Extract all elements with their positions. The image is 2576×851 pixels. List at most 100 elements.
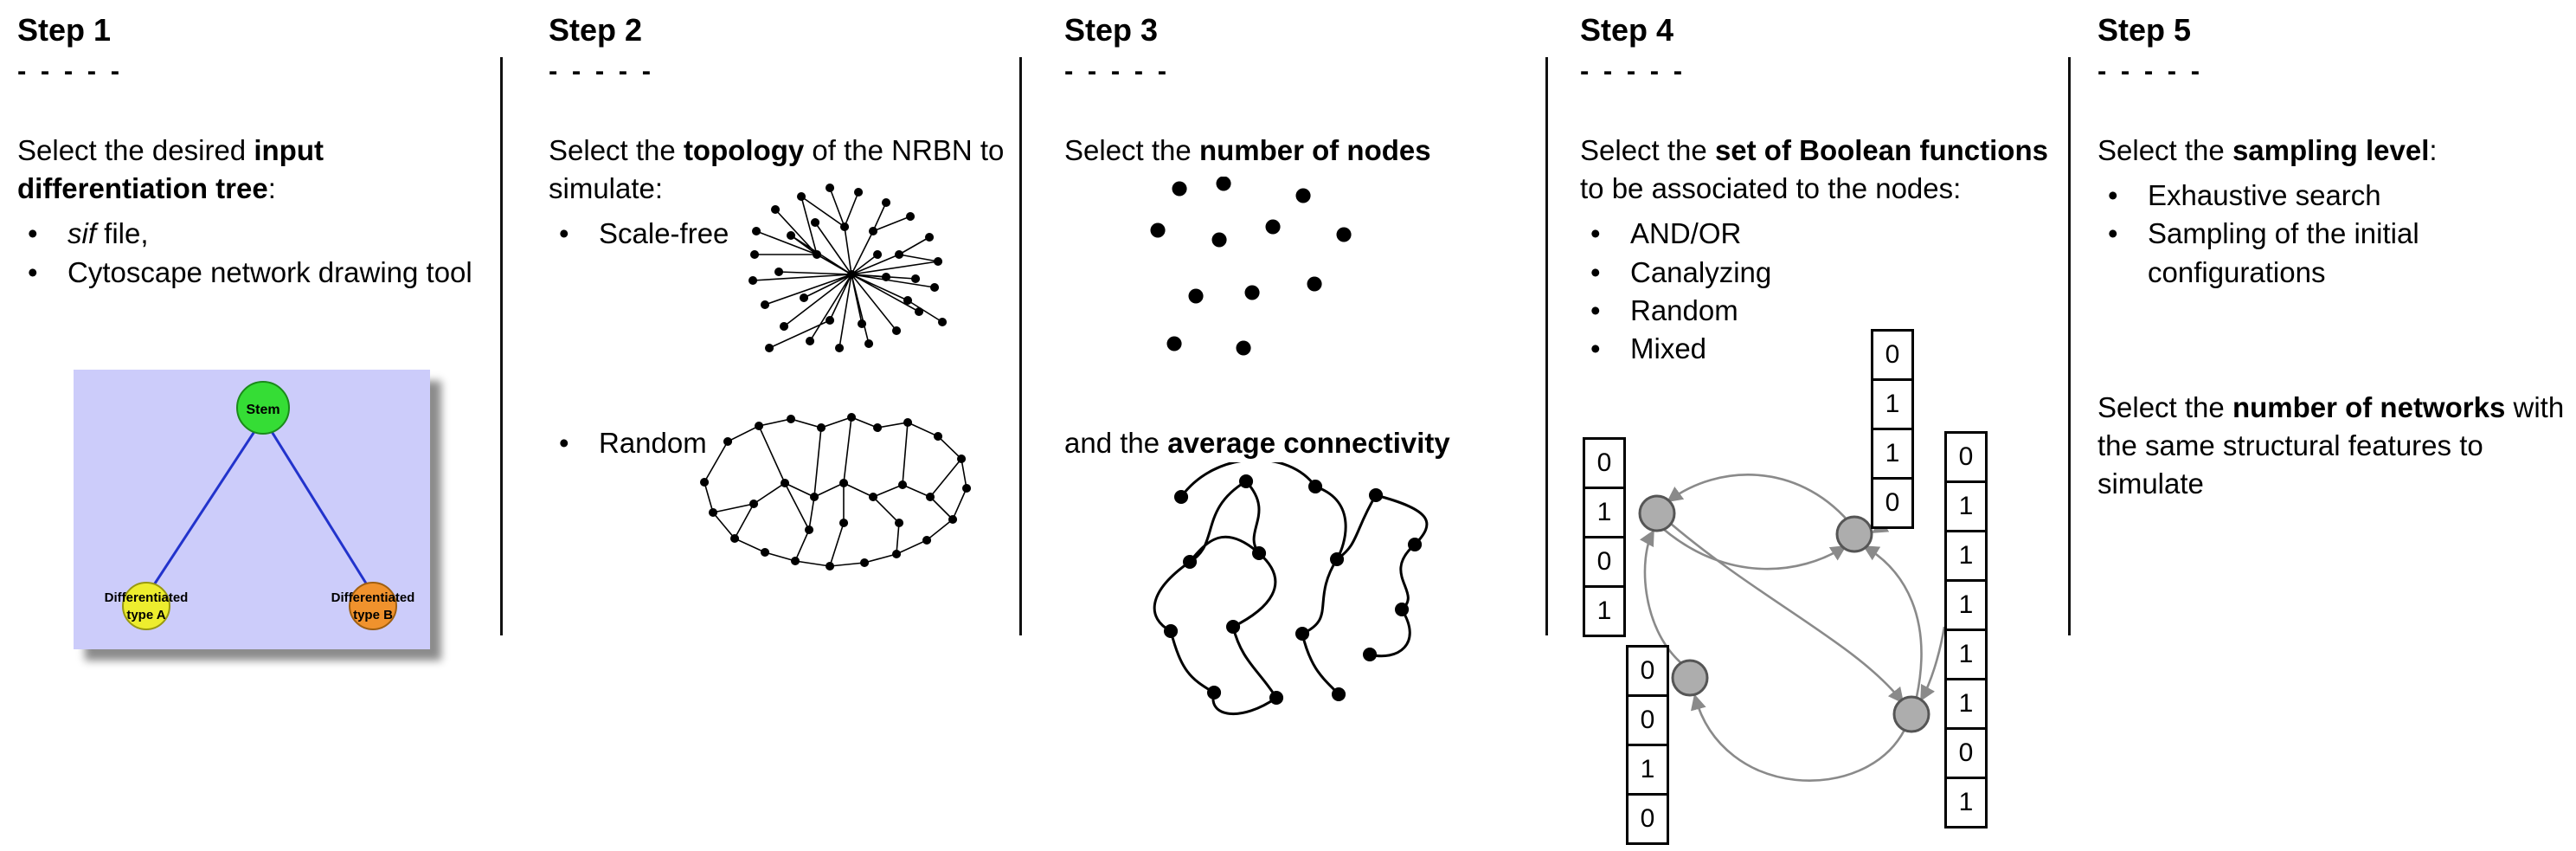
random-network-graphic (700, 413, 972, 571)
step-1-dashed-rule: - - - - - (17, 55, 124, 86)
step-4-bullet-list: •AND/OR •Canalyzing •Random •Mixed (1580, 215, 2058, 368)
step-1-intro-bold: input differentiation tree (17, 134, 324, 205)
binary-cell: 1 (1871, 378, 1914, 430)
step-5-title: Step 5 (2097, 12, 2192, 48)
bullet-random-fn: •Random (1580, 292, 2058, 330)
scale-free-nodes (748, 184, 948, 352)
bullet-icon: • (2108, 179, 2118, 212)
step-4-intro: Select the set of Boolean functions to b… (1580, 132, 2058, 208)
stem-node (236, 381, 290, 435)
step-1-intro-pre: Select the desired (17, 134, 254, 166)
step-3-intro: Select the number of nodes (1064, 132, 1539, 170)
step-2-intro-pre: Select the (549, 134, 684, 166)
bullet-and-or: •AND/OR (1580, 215, 2058, 253)
step-2-intro-post: of the NRBN to simulate: (549, 134, 1005, 205)
step-2-dashed-rule: - - - - - (549, 55, 655, 86)
step-5-intro-post: : (2429, 134, 2438, 166)
type-b-node (349, 582, 397, 630)
boolean-network-graphic (1638, 474, 1946, 783)
tree-edge-right (269, 429, 369, 587)
step-5-dashed-rule: - - - - - (2097, 55, 2204, 86)
step-3-intro-bold: number of nodes (1198, 134, 1431, 166)
step-1-intro: Select the desired input differentiation… (17, 132, 491, 208)
bullet-cytoscape-label: Cytoscape network drawing tool (67, 255, 472, 288)
bullet-sampling: •Sampling of the initial configurations (2097, 215, 2572, 291)
bullet-and-or-label: AND/OR (1630, 217, 1742, 250)
step-3-intro-pre: Select the (1064, 134, 1199, 166)
binary-cell: 1 (1944, 629, 1988, 680)
boolean-network-arrows (1640, 474, 1946, 783)
bullet-canalyzing: •Canalyzing (1580, 254, 2058, 292)
sif-rest: file, (96, 217, 149, 250)
bullet-random-label: Random (599, 427, 707, 459)
gene-node-a (1638, 494, 1676, 532)
binary-cell: 0 (1583, 437, 1626, 489)
bullet-exhaustive-label: Exhaustive search (2148, 179, 2381, 212)
bullet-mixed: • Mixed (1580, 330, 2058, 368)
step-3-dashed-rule: - - - - - (1064, 55, 1171, 86)
differentiation-tree-graphic: Stem Differentiated type A Differentiate… (74, 370, 430, 649)
bullet-icon: • (1590, 255, 1601, 288)
step-2-title: Step 2 (549, 12, 643, 48)
differentiation-tree-figure: Stem Differentiated type A Differentiate… (74, 370, 430, 649)
bullet-icon: • (28, 255, 38, 288)
bullet-icon: • (559, 427, 569, 459)
bullet-mixed-label: Mixed (1630, 332, 1707, 365)
scattered-nodes-graphic (1150, 177, 1352, 356)
binary-cell: 1 (1944, 579, 1988, 631)
tangle-nodes (1164, 474, 1423, 705)
binary-cell: 0 (1871, 477, 1914, 529)
step-4-intro-post: to be associated to the nodes: (1580, 172, 1962, 205)
step-1-bullet-list: • sif file, • Cytoscape network drawing … (17, 215, 491, 291)
binary-cell: 0 (1944, 431, 1988, 483)
bullet-exhaustive: • Exhaustive search (2097, 177, 2572, 215)
gene-node-d (1892, 695, 1930, 733)
type-b-label-line2: type B (353, 608, 393, 622)
bullet-icon: • (1590, 293, 1601, 326)
binary-cell: 1 (1944, 678, 1988, 730)
step-3-second-line: and the average connectivity (1064, 424, 1539, 462)
step-5-intro-bold: sampling level (2232, 134, 2430, 166)
binary-cell: 1 (1583, 585, 1626, 637)
binary-cell: 0 (1626, 694, 1669, 746)
binary-cell: 1 (1583, 487, 1626, 538)
tree-edge-left (151, 429, 257, 587)
random-nodes (700, 413, 972, 571)
step-2-bullet-list: • Scale-free (549, 215, 1016, 253)
stem-node-label: Stem (246, 403, 279, 417)
binary-cell: 1 (1626, 744, 1669, 796)
boolean-network-nodes (1638, 494, 1930, 733)
bullet-scale-free-label: Scale-free (599, 217, 729, 250)
binary-cell: 0 (1944, 727, 1988, 779)
bullet-sif-file: • sif file, (17, 215, 491, 253)
type-a-node (122, 582, 170, 630)
step-1-column: Step 1 - - - - - Select the desired inpu… (17, 12, 491, 839)
step-5-second-post: with the same structural features to sim… (2097, 390, 2565, 500)
step-5-intro: Select the sampling level: (2097, 132, 2572, 170)
bullet-scale-free: • Scale-free (549, 215, 1016, 253)
step-4-dashed-rule: - - - - - (1580, 55, 1686, 86)
step-5-column: Step 5 - - - - - Select the sampling lev… (2097, 12, 2572, 839)
bullet-cytoscape: • Cytoscape network drawing tool (17, 254, 491, 292)
column-divider (2068, 57, 2071, 635)
step-5-bullet-list: • Exhaustive search •Sampling of the init… (2097, 177, 2572, 292)
step-1-title: Step 1 (17, 12, 112, 48)
step-2-intro-bold: topology (683, 134, 805, 166)
step-5-intro-pre: Select the (2097, 134, 2232, 166)
binary-cell: 0 (1871, 329, 1914, 381)
tangle-edges (1153, 462, 1429, 716)
gene-node-b (1835, 515, 1873, 553)
step-3-second-pre: and the (1064, 427, 1168, 459)
column-divider (1019, 57, 1022, 635)
step-4-title: Step 4 (1580, 12, 1674, 48)
bullet-icon: • (1590, 332, 1601, 365)
binary-cell: 1 (1944, 480, 1988, 532)
bullet-sampling-label: Sampling of the initial configurations (2148, 217, 2419, 288)
step-5-second-bold: number of networks (2232, 390, 2506, 423)
binary-cell: 0 (1626, 793, 1669, 845)
column-divider (500, 57, 503, 635)
